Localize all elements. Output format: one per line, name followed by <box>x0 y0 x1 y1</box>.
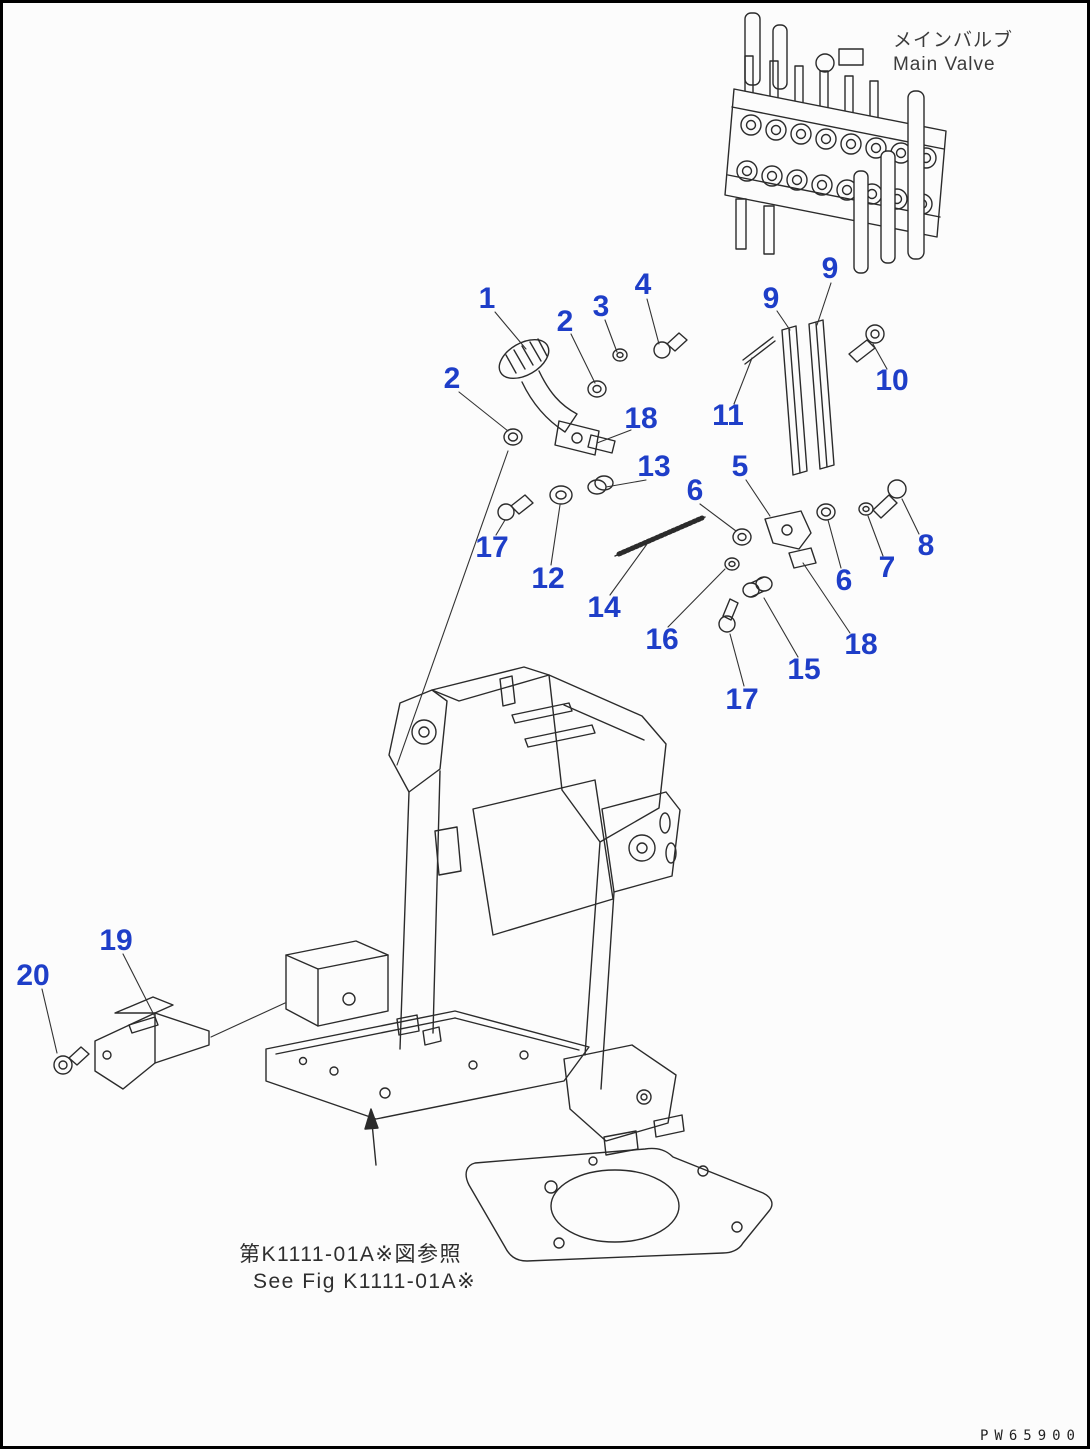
callout-3[interactable]: 3 <box>592 290 610 323</box>
cover-bracket-drawing <box>53 996 210 1090</box>
callout-10[interactable]: 10 <box>875 364 909 397</box>
floor-plate-drawing <box>465 1147 773 1262</box>
callout-6[interactable]: 6 <box>835 564 853 597</box>
shim-strips-drawing <box>742 319 885 476</box>
linkage-parts-drawing <box>497 475 907 633</box>
callout-2[interactable]: 2 <box>443 362 461 395</box>
figure-reference-en: See Fig K1111-01A※ <box>253 1270 477 1294</box>
main-valve-label-en: Main Valve <box>892 53 996 75</box>
main-valve-label-jp: メインバルブ <box>892 30 1013 51</box>
callout-1[interactable]: 1 <box>478 282 496 315</box>
callout-15[interactable]: 15 <box>787 653 821 686</box>
stand-frame-drawing <box>265 666 685 1156</box>
control-lever-drawing <box>498 332 688 456</box>
callout-9[interactable]: 9 <box>821 252 839 285</box>
callout-17[interactable]: 17 <box>725 683 759 716</box>
callout-16[interactable]: 16 <box>645 623 679 656</box>
callout-8[interactable]: 8 <box>917 529 935 562</box>
callout-5[interactable]: 5 <box>731 450 749 483</box>
callout-4[interactable]: 4 <box>634 268 652 301</box>
callout-20[interactable]: 20 <box>16 959 50 992</box>
callout-2[interactable]: 2 <box>556 305 574 338</box>
reference-arrow <box>364 1108 379 1166</box>
main-valve-label: メインバルブ Main Valve <box>893 29 1013 77</box>
callout-12[interactable]: 12 <box>531 562 565 595</box>
figure-reference-jp: 第K1111-01A※図参照 <box>239 1243 463 1266</box>
callout-19[interactable]: 19 <box>99 924 133 957</box>
callout-6[interactable]: 6 <box>686 474 704 507</box>
callout-17[interactable]: 17 <box>475 531 509 564</box>
leader-lines <box>41 282 920 1054</box>
callout-9[interactable]: 9 <box>762 282 780 315</box>
main-valve-drawing <box>724 12 947 274</box>
drawing-number: PW65900 <box>979 1428 1081 1444</box>
exploded-view-drawing <box>41 12 947 1262</box>
figure-reference-note: 第K1111-01A※図参照 See Fig K1111-01A※ <box>239 1241 476 1296</box>
callout-18[interactable]: 18 <box>624 402 658 435</box>
callout-13[interactable]: 13 <box>637 450 671 483</box>
callout-14[interactable]: 14 <box>587 591 621 624</box>
callout-11[interactable]: 11 <box>712 399 744 432</box>
callout-7[interactable]: 7 <box>878 551 896 584</box>
callout-18[interactable]: 18 <box>844 628 878 661</box>
